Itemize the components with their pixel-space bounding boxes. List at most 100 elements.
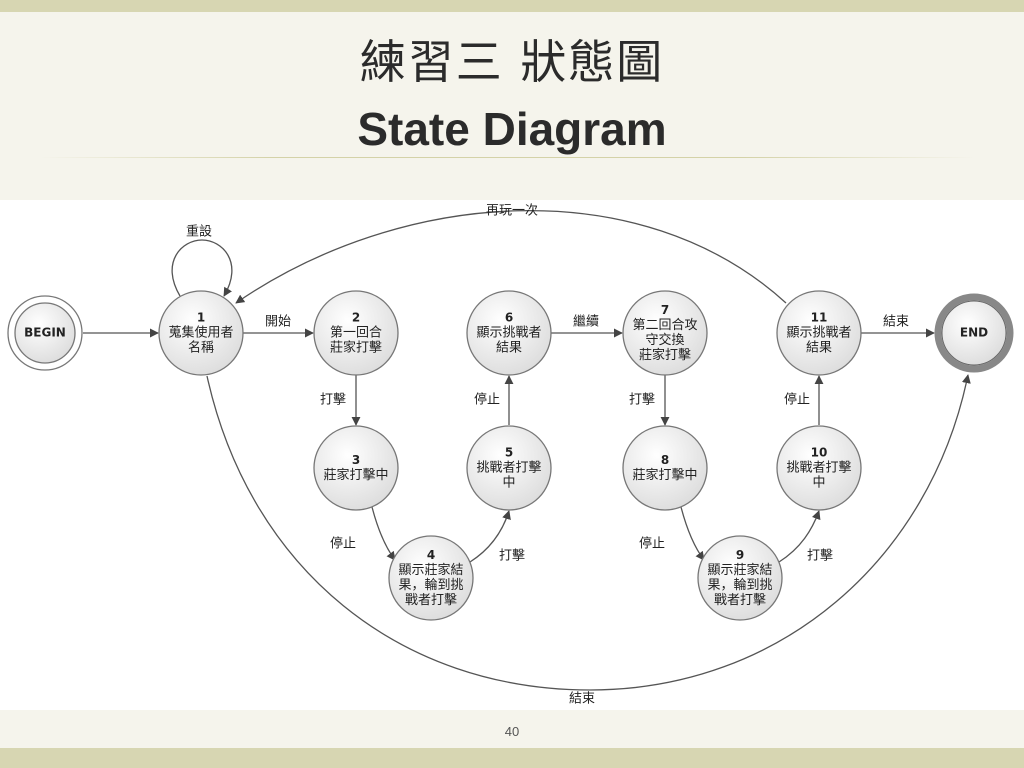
transition-label: 結束 [883, 315, 909, 330]
transition-arrow [469, 510, 511, 563]
state-label-line: 戰者打擊 [714, 592, 766, 608]
state-number: 5 [505, 446, 513, 460]
state-begin: BEGIN [7, 295, 83, 371]
state-circle [313, 425, 399, 511]
state-number: 11 [811, 311, 828, 325]
state-label-line: 中 [812, 476, 825, 491]
transition-label: 開始 [265, 315, 291, 330]
state-number: 6 [505, 311, 513, 325]
state-label-line: 中 [502, 476, 515, 491]
state-circle [466, 290, 552, 376]
transition-label: 停止 [474, 392, 500, 408]
transition-11-end: 結束 [861, 315, 935, 338]
slide-title-english: State Diagram [357, 103, 667, 155]
transition-7-8: 打擊 [629, 375, 670, 426]
state-end: END [934, 293, 1014, 373]
state-outer-ring [934, 293, 1014, 373]
state-circle [941, 300, 1007, 366]
page-number: 40 [504, 724, 520, 739]
transition-1-2: 開始 [243, 315, 314, 338]
transition-2-3: 打擊 [320, 375, 361, 426]
bottom-accent-bar [0, 748, 1024, 768]
state-circle [466, 425, 552, 511]
transition-label: 停止 [639, 536, 665, 552]
state-number: 4 [427, 548, 435, 562]
transition-arrow [371, 506, 396, 561]
transition-arrow [235, 210, 787, 304]
state-number: 7 [661, 303, 669, 317]
state-label-line: 顯示挑戰者 [476, 326, 541, 341]
transition-label: 打擊 [629, 392, 655, 408]
state-label-line: 結果 [806, 341, 832, 356]
title-divider [40, 157, 975, 158]
transition-label: 繼續 [573, 315, 599, 330]
transition-label: 打擊 [320, 392, 346, 408]
transition-6-7: 繼續 [551, 315, 623, 338]
state-circle [776, 290, 862, 376]
transition-3-4: 停止 [330, 506, 396, 561]
state-number: 2 [352, 311, 360, 325]
state-circle [313, 290, 399, 376]
transition-10-11: 停止 [784, 375, 824, 425]
state-label-line: 果，輪到挑 [398, 577, 463, 593]
transition-arrow [778, 510, 821, 563]
state-label-line: 顯示莊家結 [707, 562, 772, 578]
state-circle [776, 425, 862, 511]
state-label-line: 顯示莊家結 [398, 562, 463, 578]
state-label-line: 莊家打擊中 [323, 467, 388, 483]
state-label-line: 名稱 [188, 340, 214, 356]
transition-arrow [206, 374, 971, 691]
transition-label: 停止 [330, 536, 356, 552]
transition-8-9: 停止 [639, 506, 705, 561]
state-number: 8 [661, 453, 669, 467]
state-label-line: 莊家打擊中 [632, 467, 697, 483]
state-label-line: 果，輪到挑 [707, 577, 772, 593]
state-number: 3 [352, 453, 360, 467]
state-label-line: 蒐集使用者 [168, 325, 233, 341]
transition-label: 再玩一次 [486, 203, 538, 219]
state-circle [388, 535, 474, 621]
top-accent-bar [0, 0, 1024, 12]
state-label-line: 挑戰者打擊 [786, 460, 851, 476]
transition-5-6: 停止 [474, 375, 514, 425]
state-number: 10 [811, 446, 828, 460]
state-label-line: 第二回合攻 [632, 318, 697, 333]
state-circle [158, 290, 244, 376]
transition-label: 結束 [569, 692, 595, 707]
state-label-line: 結果 [496, 341, 522, 356]
transition-label: 停止 [784, 392, 810, 408]
transition-9-10: 打擊 [778, 510, 833, 564]
state-label-line: 第一回合 [330, 326, 382, 341]
state-circle [622, 425, 708, 511]
transition-1-self: 重設 [171, 224, 233, 297]
state-label-line: END [960, 326, 988, 340]
state-number: 1 [197, 311, 205, 325]
state-circle [14, 302, 76, 364]
state-label-line: 顯示挑戰者 [786, 326, 851, 341]
state-circle [622, 290, 708, 376]
slide-title-chinese: 練習三 狀態圖 [359, 35, 665, 89]
state-label-line: 莊家打擊 [639, 347, 691, 363]
state-number: 9 [736, 548, 744, 562]
transition-1-end: 結束 [206, 374, 971, 707]
state-label-line: 戰者打擊 [405, 592, 457, 608]
state-label-line: BEGIN [24, 326, 66, 340]
state-label-line: 守交換 [645, 332, 684, 348]
state-circle [697, 535, 783, 621]
transition-4-5: 打擊 [469, 510, 525, 564]
transition-label: 打擊 [807, 548, 833, 564]
transition-arrow [171, 239, 233, 297]
